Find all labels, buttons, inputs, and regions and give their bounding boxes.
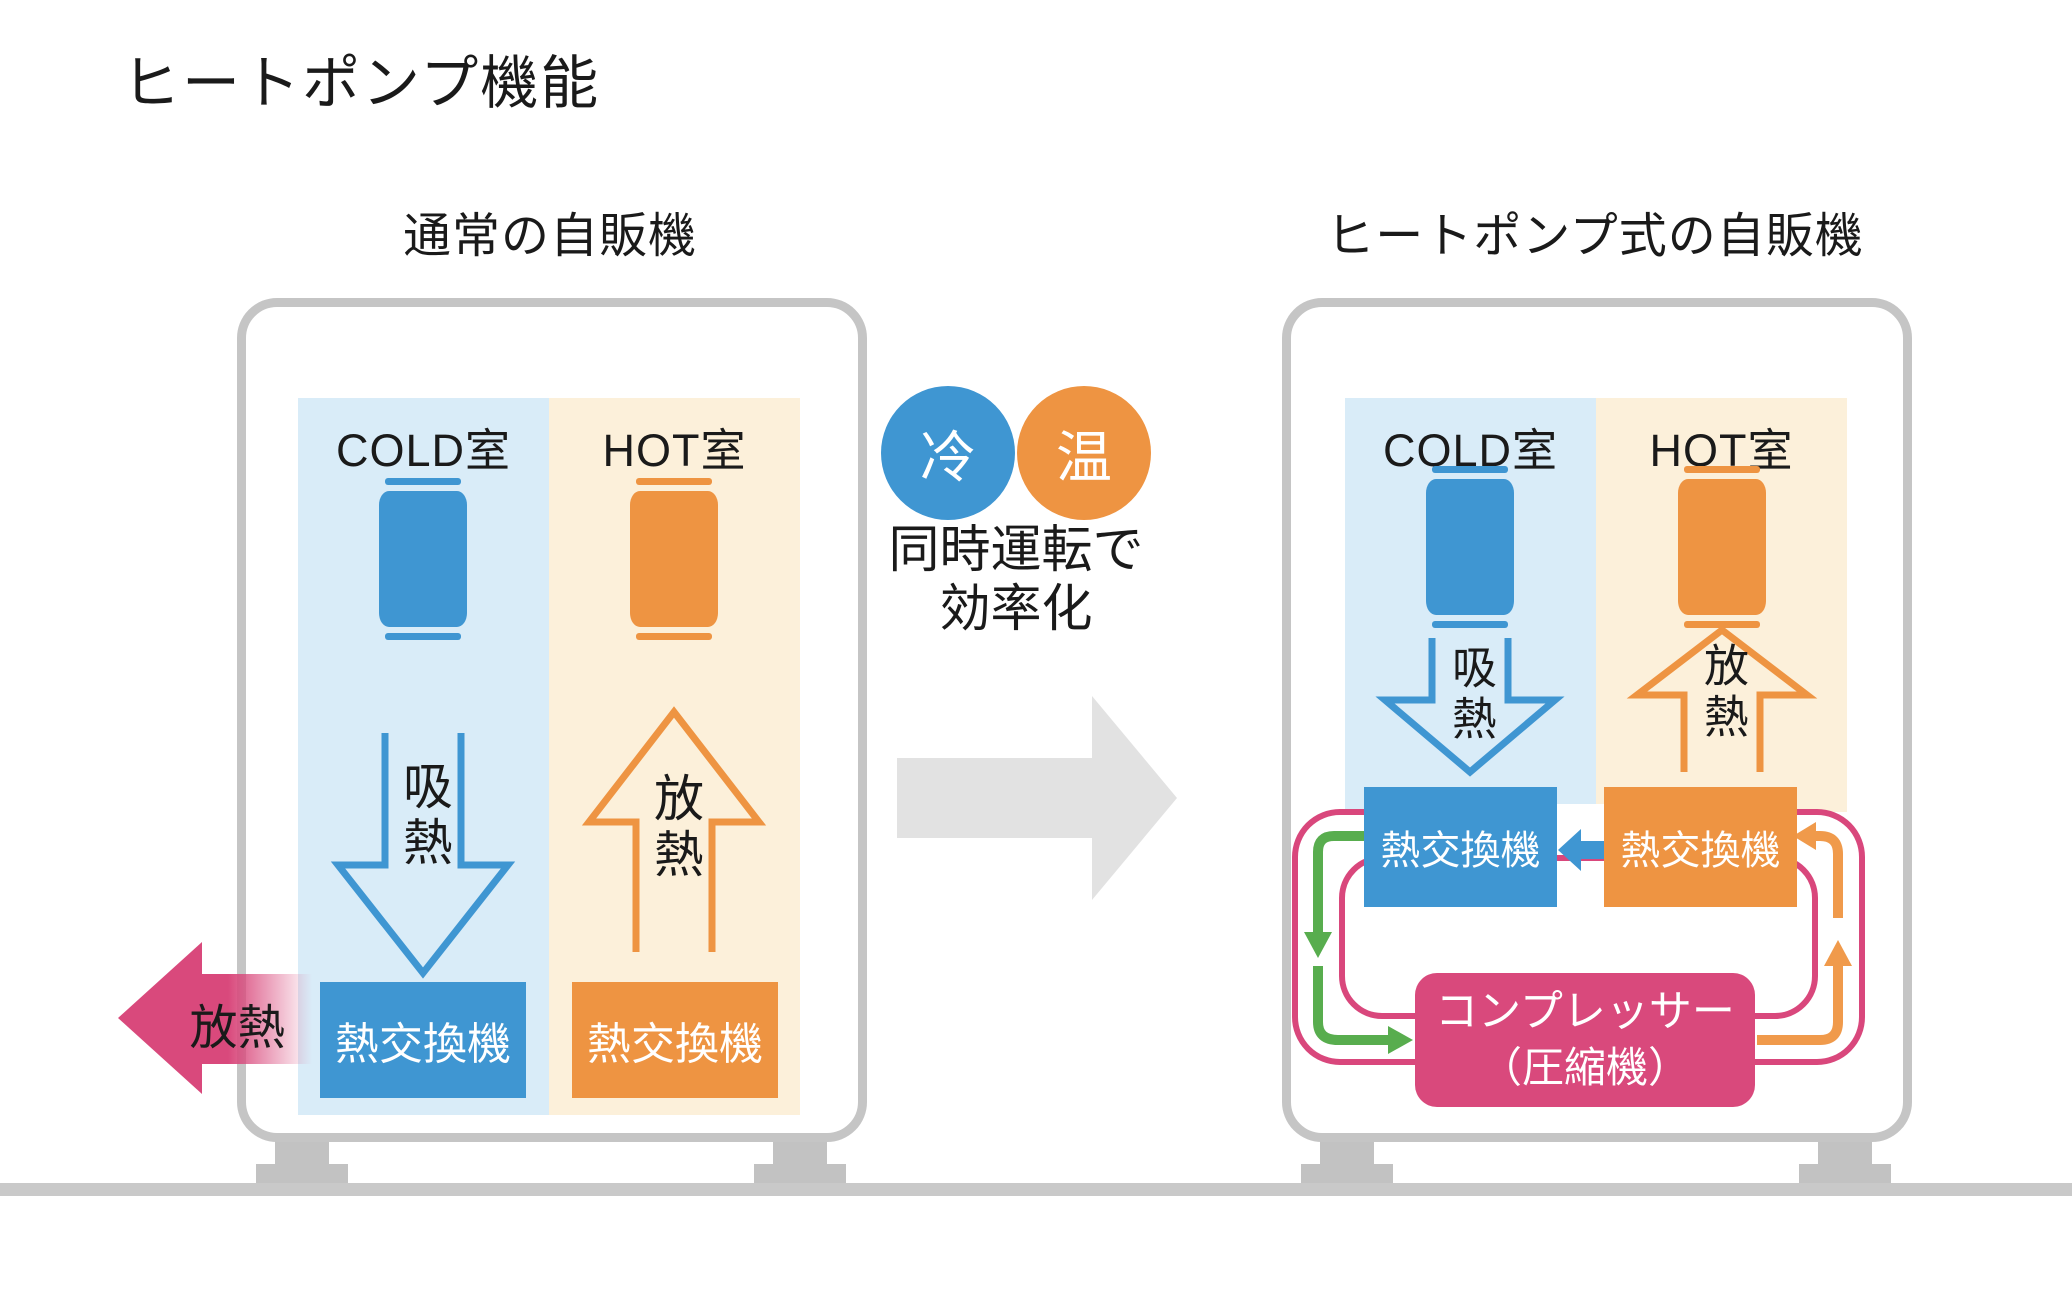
left-release-label: 放熱 (647, 772, 703, 884)
heat-exchanger-box-hot: 熱交換機 (1604, 787, 1797, 907)
center-caption: 同時運転で 効率化 (812, 520, 1220, 638)
right-release-label: 放熱 (1697, 642, 1748, 744)
machine-foot-base (256, 1164, 348, 1186)
heat-exchanger-label: 熱交換機 (587, 1020, 763, 1069)
hot-badge-icon: 温 (1017, 386, 1151, 520)
left-machine-label: 通常の自販機 (402, 210, 697, 263)
compressor-sublabel: （圧縮機） (1479, 1043, 1690, 1091)
heat-exchanger-label: 熱交換機 (1620, 829, 1781, 873)
heat-exchanger-label: 熱交換機 (1380, 829, 1541, 873)
left-absorb-label: 吸熱 (396, 760, 452, 872)
heat-exchanger-box-hot: 熱交換機 (572, 982, 778, 1098)
left-cold-room-header: COLD室 (335, 425, 512, 476)
compressor-box: コンプレッサー （圧縮機） (1415, 973, 1755, 1107)
compressor-label: コンプレッサー (1435, 987, 1735, 1036)
center-caption-line1: 同時運転で (888, 521, 1144, 578)
machine-foot-base (754, 1164, 846, 1186)
heat-exchanger-box-cold: 熱交換機 (320, 982, 526, 1098)
machine-foot (1320, 1140, 1374, 1168)
heat-exchanger-label: 熱交換機 (335, 1020, 511, 1069)
hot-badge-label: 温 (1056, 425, 1112, 489)
right-absorb-label: 吸熱 (1445, 644, 1496, 746)
machine-foot-base (1799, 1164, 1891, 1186)
exhaust-heat-label: 放熱 (189, 1002, 286, 1055)
machine-foot (1818, 1140, 1872, 1168)
left-hot-room-header: HOT室 (602, 425, 747, 476)
transition-right-arrow-icon (897, 696, 1177, 900)
ground-line (0, 1183, 2072, 1196)
machine-foot (275, 1140, 329, 1168)
right-machine-label: ヒートポンプ式の自販機 (1326, 210, 1864, 263)
machine-foot-base (1301, 1164, 1393, 1186)
heat-exchanger-box-cold: 熱交換機 (1364, 787, 1557, 907)
page-title: ヒートポンプ機能 (122, 51, 601, 116)
machine-foot (773, 1140, 827, 1168)
center-caption-line2: 効率化 (939, 580, 1093, 638)
cold-badge-label: 冷 (920, 425, 976, 489)
cold-badge-icon: 冷 (881, 386, 1015, 520)
